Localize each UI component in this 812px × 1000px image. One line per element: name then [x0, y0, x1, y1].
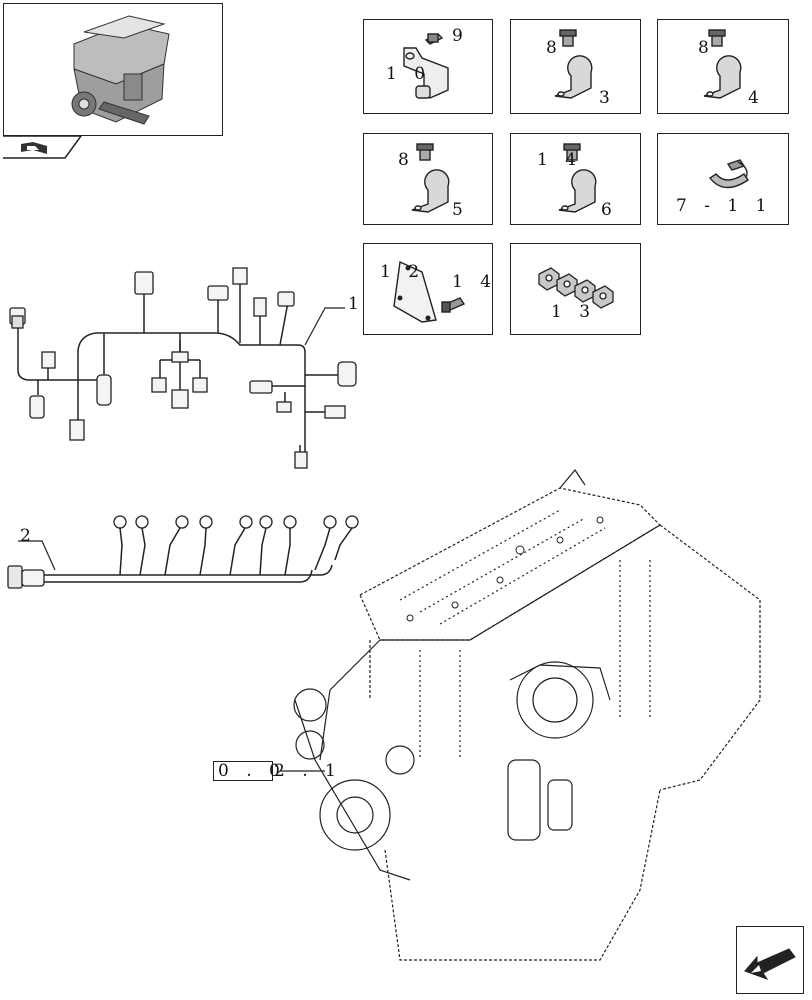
kit-box-8-3[interactable]: 8 3: [510, 19, 641, 114]
kit-label-14: 1 4: [452, 272, 498, 292]
plate-icon: [393, 260, 466, 323]
kit-label-10: 1 0: [386, 64, 432, 84]
reference-prefix: 0 . 0: [218, 761, 286, 781]
bracket-icon: [403, 33, 449, 99]
callout-harness-2: 2: [20, 526, 37, 546]
callout-harness-1: 1: [348, 294, 365, 314]
kit-box-7-11[interactable]: 7 - 1 1: [657, 133, 789, 225]
kit-box-8-4[interactable]: 8 4: [657, 19, 789, 114]
kit-box-13[interactable]: 1 3: [510, 243, 641, 335]
cable-tie-icon: [708, 159, 749, 189]
kit-label-6: 6: [601, 200, 618, 220]
kit-label-8: 8: [546, 38, 563, 58]
kit-label-9: 9: [452, 26, 469, 46]
kit-label-13: 1 3: [551, 302, 597, 322]
kit-box-14-6[interactable]: 1 4 6: [510, 133, 641, 225]
kit-box-9-10[interactable]: 9 1 0: [363, 19, 493, 114]
engine-thumbnail-frame[interactable]: [3, 3, 223, 136]
p-clamp-icon: [558, 143, 597, 213]
kit-label-7-11: 7 - 1 1: [676, 196, 773, 216]
thumbnail-tab[interactable]: [3, 135, 83, 160]
engine-thumbnail: [71, 15, 170, 125]
kit-label-14: 1 4: [537, 150, 583, 170]
kit-label-8: 8: [698, 38, 715, 58]
kit-box-8-5[interactable]: 8 5: [363, 133, 493, 225]
p-clamp-icon: [411, 143, 450, 213]
p-clamp-icon: [703, 29, 742, 99]
kit-label-3: 3: [599, 88, 616, 108]
reference-suffix: 2 . 1: [274, 761, 342, 781]
next-page-button[interactable]: [736, 926, 804, 994]
kit-box-12-14[interactable]: 1 2 1 4: [363, 243, 493, 335]
kit-label-12: 1 2: [380, 262, 426, 282]
multi-clip-icon: [538, 267, 614, 309]
reference-box[interactable]: [213, 761, 273, 781]
p-clamp-icon: [554, 29, 593, 99]
kit-label-8: 8: [398, 150, 415, 170]
kit-label-5: 5: [452, 200, 469, 220]
kit-label-4: 4: [748, 88, 765, 108]
arrow-flag-icon: [21, 142, 47, 154]
next-page-arrow-icon: [744, 948, 796, 980]
